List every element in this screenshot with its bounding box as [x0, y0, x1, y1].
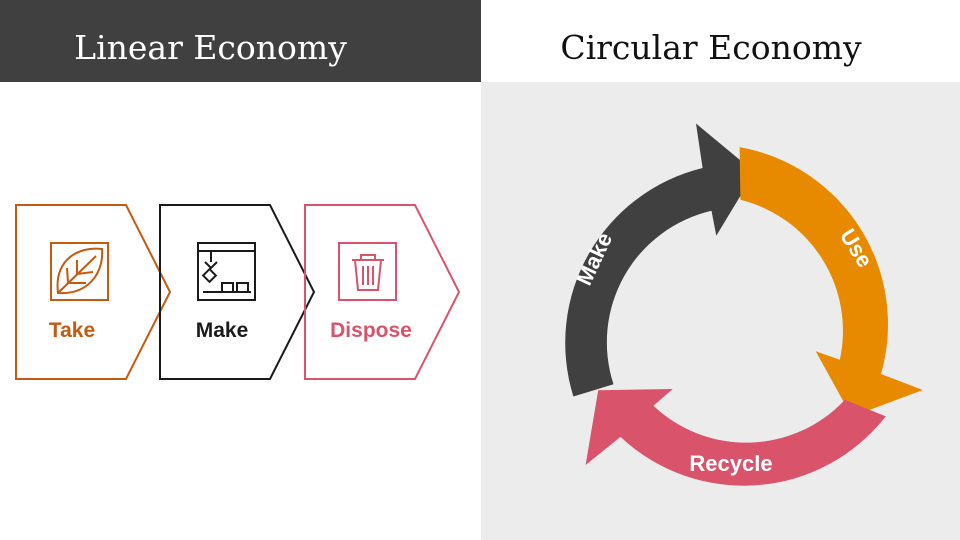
make-arc-arrow: [565, 123, 755, 397]
linear-economy-panel: Take Make: [0, 82, 481, 540]
factory-icon: [197, 242, 256, 301]
make-chevron: [159, 204, 316, 380]
recycle-arc-arrow: [585, 389, 886, 486]
dispose-step: Dispose: [304, 204, 461, 380]
circular-header: Circular Economy: [481, 0, 960, 82]
make-label: Make: [196, 319, 249, 342]
make-step: Make: [159, 204, 316, 380]
cycle-recycle-label: Recycle: [689, 451, 772, 476]
circular-flow-diagram: Make Use Recycle: [565, 123, 923, 486]
leaf-icon: [50, 242, 109, 301]
circular-economy-title: Circular Economy: [560, 28, 862, 67]
linear-flow-diagram: Take Make: [15, 204, 461, 380]
linear-economy-title: Linear Economy: [74, 28, 347, 67]
linear-header: Linear Economy: [0, 0, 481, 82]
take-chevron: [15, 204, 172, 380]
circular-economy-panel: Make Use Recycle: [481, 82, 960, 540]
take-step: Take: [15, 204, 172, 380]
trash-icon: [338, 242, 397, 301]
dispose-chevron: [304, 204, 461, 380]
use-arc-arrow: [739, 147, 923, 417]
dispose-label: Dispose: [330, 319, 412, 342]
take-label: Take: [49, 319, 95, 342]
